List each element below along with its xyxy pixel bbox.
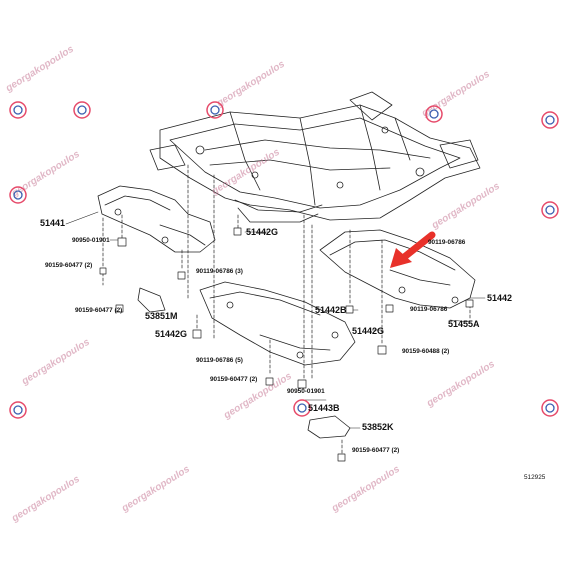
figure-id: 512925 bbox=[524, 474, 546, 481]
under-cover-51442g bbox=[199, 281, 356, 366]
part-label-53851m: 53851M bbox=[145, 311, 178, 321]
part-label-51442g: 51442G bbox=[246, 227, 279, 237]
part-label-51442: 51442 bbox=[487, 293, 513, 303]
pointer-lines bbox=[65, 211, 486, 429]
part-label-51442g: 51442G bbox=[155, 329, 188, 339]
fasteners bbox=[99, 227, 474, 462]
georgakopoulos-logo-icon bbox=[9, 101, 27, 119]
part-label-90159-60477: 90159-60477 (2) bbox=[352, 447, 400, 454]
subframe bbox=[149, 91, 481, 223]
part-label-90119-06786: 90119-06786 bbox=[410, 306, 448, 313]
part-label-90119-06786: 90119-06786 bbox=[428, 239, 466, 246]
part-label-90119-06786: 90119-06786 (3) bbox=[196, 268, 243, 275]
part-label-90159-60477: 90159-60477 (2) bbox=[45, 262, 93, 269]
part-label-51442g: 51442G bbox=[352, 326, 385, 336]
bracket-53852k bbox=[307, 415, 351, 439]
red-pointer-arrow-icon bbox=[390, 231, 436, 268]
part-label-90159-60477: 90159-60477 (2) bbox=[210, 376, 258, 383]
bracket-53851m bbox=[137, 287, 166, 313]
georgakopoulos-logo-icon bbox=[293, 399, 311, 417]
georgakopoulos-logo-icon bbox=[9, 186, 27, 204]
georgakopoulos-logo-icon bbox=[9, 401, 27, 419]
part-label-90159-60477: 90159-60477 (2) bbox=[75, 307, 123, 314]
part-label-51443b: 51443B bbox=[308, 403, 340, 413]
part-label-51441: 51441 bbox=[40, 218, 66, 228]
georgakopoulos-logo-icon bbox=[206, 101, 224, 119]
leader-lines bbox=[102, 164, 471, 456]
part-label-90950-01901: 90950-01901 bbox=[287, 388, 325, 395]
part-label-51442b: 51442B bbox=[315, 305, 347, 315]
part-label-90159-60488: 90159-60488 (2) bbox=[402, 348, 450, 355]
georgakopoulos-logo-icon bbox=[425, 105, 443, 123]
georgakopoulos-logo-icon bbox=[73, 101, 91, 119]
georgakopoulos-logo-icon bbox=[541, 399, 559, 417]
part-label-53852k: 53852K bbox=[362, 422, 394, 432]
georgakopoulos-logo-icon bbox=[541, 111, 559, 129]
part-label-51455a: 51455A bbox=[448, 319, 480, 329]
part-label-90119-06786: 90119-06786 (5) bbox=[196, 357, 243, 364]
under-cover-51441 bbox=[97, 185, 216, 253]
georgakopoulos-logo-icon bbox=[541, 201, 559, 219]
part-label-90950-01901: 90950-01901 bbox=[72, 237, 110, 244]
